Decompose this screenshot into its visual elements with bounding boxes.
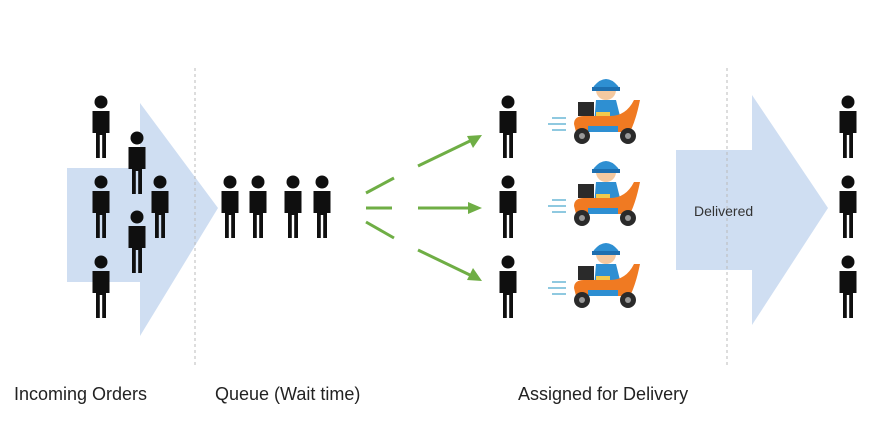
- person-icon: [499, 255, 517, 318]
- person-icon: [249, 175, 267, 238]
- delivered-people: [839, 95, 857, 318]
- delivery-scooter-icon: [547, 78, 641, 145]
- delivered-flow-arrow: [676, 95, 828, 325]
- person-icon: [92, 95, 110, 158]
- stage-label-queue: Queue (Wait time): [215, 384, 361, 404]
- person-icon: [839, 255, 857, 318]
- person-icon: [499, 95, 517, 158]
- delivered-label: Delivered: [694, 203, 754, 219]
- person-icon: [221, 175, 239, 238]
- stage-label-assigned: Assigned for Delivery: [518, 384, 689, 404]
- person-icon: [839, 175, 857, 238]
- person-icon: [499, 175, 517, 238]
- person-icon: [313, 175, 331, 238]
- delivery-scooter-icon: [547, 242, 641, 309]
- queue-people: [221, 175, 331, 238]
- person-icon: [284, 175, 302, 238]
- delivery-scooter-icon: [547, 160, 641, 227]
- assign-arrows: [365, 135, 482, 281]
- delivery-scooters: [547, 78, 641, 309]
- person-icon: [839, 95, 857, 158]
- stage-label-incoming: Incoming Orders: [14, 384, 148, 404]
- assigned-people: [499, 95, 517, 318]
